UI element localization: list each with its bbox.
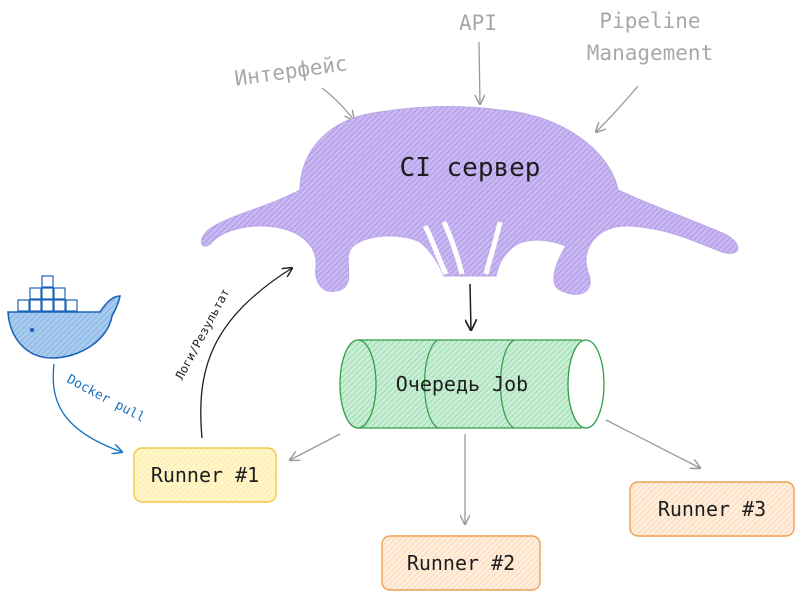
runner-2-label: Runner #2 [407,551,515,575]
pipeline-label-line2: Management [587,41,713,65]
ci-server-shape [201,106,739,295]
runner-1-label: Runner #1 [151,463,259,487]
ci-server-gap-left [422,224,449,276]
docker-whale-icon [7,275,121,359]
runner-1-box [133,447,277,503]
queue-to-runner3-arrow [605,419,700,468]
queue-to-runner1-arrow [290,433,341,460]
api-label: API [459,11,497,35]
runner-2-box [381,535,541,591]
logs-results-arrow [200,268,292,439]
logs-results-label: Логи/Результат [173,286,233,382]
ci-server-label: CI сервер [400,153,541,183]
pipeline-arrow [596,85,639,132]
runner-3-box [629,481,795,537]
docker-pull-label: Docker pull [64,372,147,426]
ci-server-gap-right [483,221,503,275]
job-queue [339,339,605,429]
pipeline-label-line1: Pipeline [599,9,700,33]
interface-arrow [321,87,354,120]
api-arrow [479,41,480,104]
server-to-queue-arrow [470,283,471,330]
ci-server-gap-mid [441,220,465,275]
docker-pull-arrow [52,363,122,452]
runner-3-label: Runner #3 [658,497,766,521]
interface-label: Интерфейс [233,51,349,91]
job-queue-label: Очередь Job [396,372,528,396]
